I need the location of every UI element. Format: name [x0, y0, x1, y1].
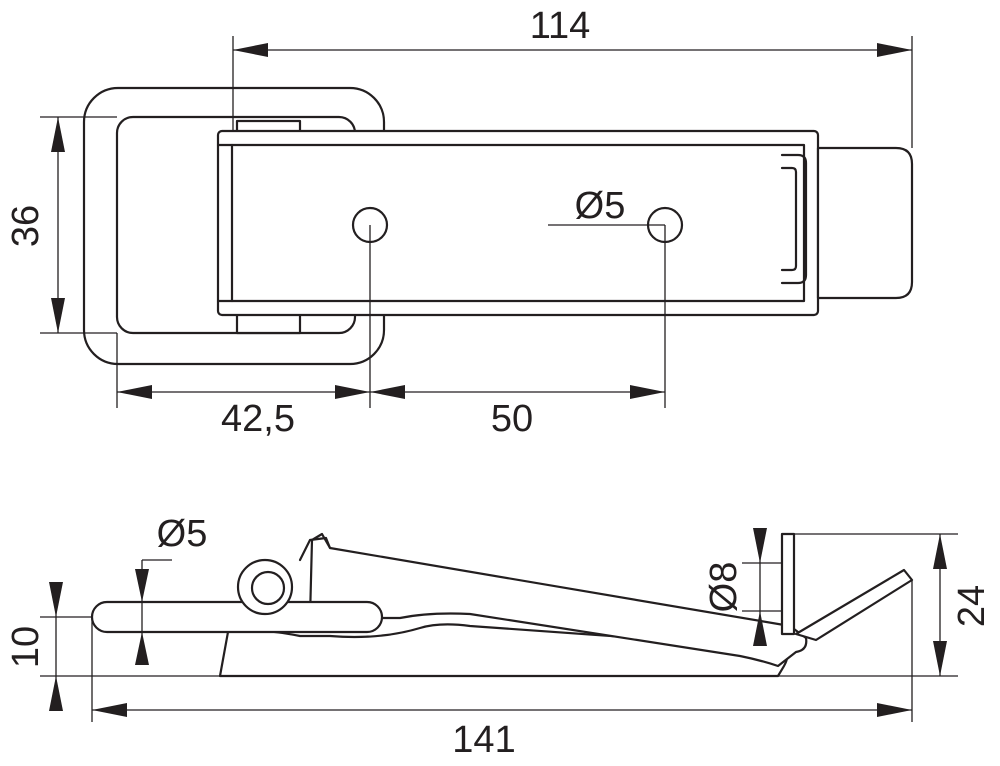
arrow-36-bottom — [51, 298, 65, 333]
arrow-50-left — [370, 385, 405, 399]
arrow-10-bottom — [49, 676, 63, 711]
dim-label-hole-top: Ø5 — [575, 185, 626, 227]
hinge-pin — [250, 570, 286, 606]
dim-label-24: 24 — [951, 585, 993, 627]
wire-loop-side — [90, 600, 384, 634]
catch-slot — [780, 153, 808, 285]
arrow-36-top — [51, 117, 65, 152]
dim-label-hole-side: Ø5 — [157, 513, 208, 555]
side-view: 10 Ø5 Ø8 24 141 — [5, 513, 993, 761]
arrow-8-top — [753, 528, 767, 563]
lever-inner — [230, 143, 806, 303]
lever-outer — [216, 129, 820, 317]
arrow-24-bottom — [933, 641, 947, 676]
arrow-141-right — [877, 703, 912, 717]
dim-label-50: 50 — [491, 398, 533, 440]
latch-tip — [816, 146, 914, 300]
arrow-42-5-right — [335, 385, 370, 399]
dim-label-141: 141 — [452, 719, 515, 761]
catch-slot-inner — [780, 166, 798, 272]
arrow-114-left — [233, 43, 268, 57]
catch-plate — [780, 532, 796, 636]
dim-label-10: 10 — [5, 626, 47, 668]
arrow-hole-side-bottom — [135, 632, 149, 665]
dim-label-114: 114 — [530, 5, 591, 47]
arrow-10-top — [49, 582, 63, 617]
arrow-114-right — [877, 43, 912, 57]
catch-arm — [794, 568, 914, 642]
arrow-hole-side-top — [135, 569, 149, 602]
top-view: 114 36 42,5 50 Ø5 — [5, 5, 914, 440]
hinge-hook — [298, 536, 332, 562]
arrow-141-left — [92, 703, 127, 717]
arrow-50-right — [630, 385, 665, 399]
arrow-8-bottom — [753, 611, 767, 646]
arrow-24-top — [933, 534, 947, 569]
side-lever — [308, 532, 808, 668]
dim-label-8: Ø8 — [703, 562, 745, 613]
arrow-42-5-left — [117, 385, 152, 399]
dim-label-42-5: 42,5 — [221, 398, 295, 440]
dim-label-36: 36 — [5, 205, 47, 247]
